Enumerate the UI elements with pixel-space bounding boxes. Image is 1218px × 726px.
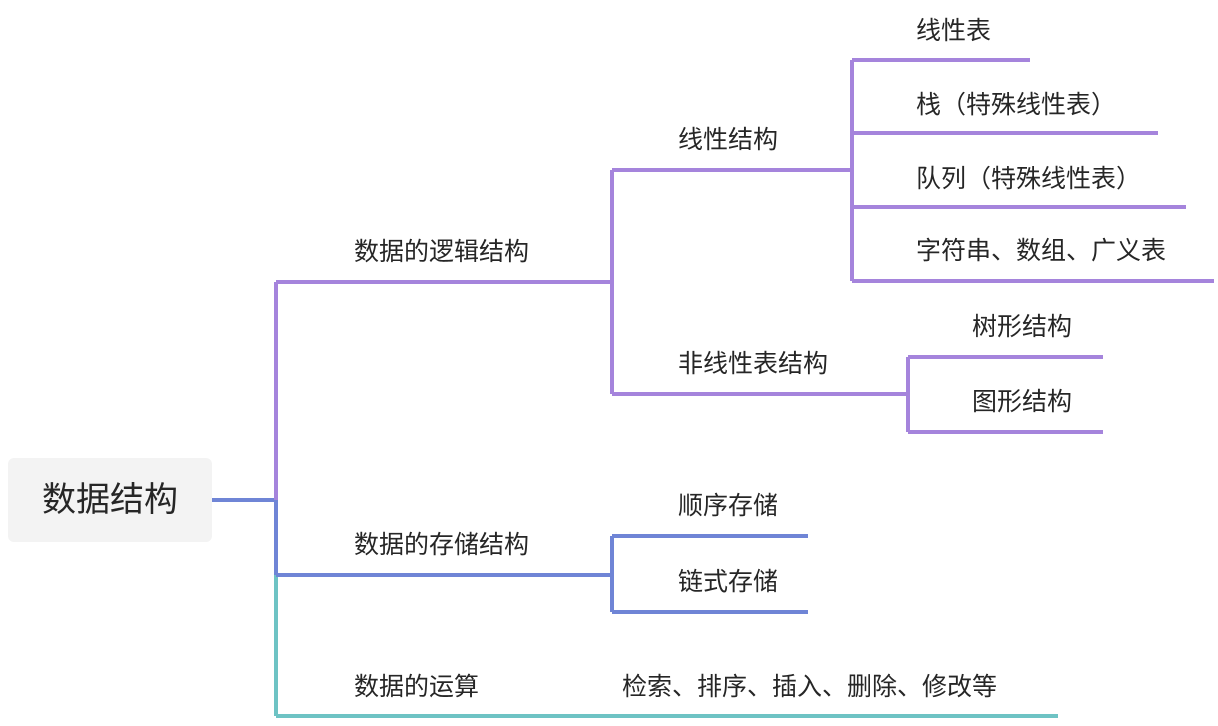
node-stack[interactable]: 栈（特殊线性表） — [916, 90, 1117, 119]
node-sequential-storage[interactable]: 顺序存储 — [678, 491, 779, 520]
root-node-label: 数据结构 — [42, 480, 178, 520]
node-operation-detail[interactable]: 检索、排序、插入、删除、修改等 — [622, 672, 998, 701]
node-logical-structure[interactable]: 数据的逻辑结构 — [354, 237, 530, 266]
node-queue[interactable]: 队列（特殊线性表） — [916, 164, 1142, 193]
node-operations[interactable]: 数据的运算 — [354, 672, 480, 701]
node-storage-structure[interactable]: 数据的存储结构 — [354, 530, 530, 559]
root-node[interactable]: 数据结构 — [8, 458, 212, 542]
node-linear-structure[interactable]: 线性结构 — [678, 125, 779, 154]
node-nonlinear-structure[interactable]: 非线性表结构 — [678, 349, 829, 378]
node-linked-storage[interactable]: 链式存储 — [678, 567, 779, 596]
node-tree-structure[interactable]: 树形结构 — [972, 312, 1073, 341]
node-string-array-list[interactable]: 字符串、数组、广义表 — [916, 236, 1167, 265]
node-linear-list[interactable]: 线性表 — [916, 16, 992, 45]
node-graph-structure[interactable]: 图形结构 — [972, 387, 1073, 416]
